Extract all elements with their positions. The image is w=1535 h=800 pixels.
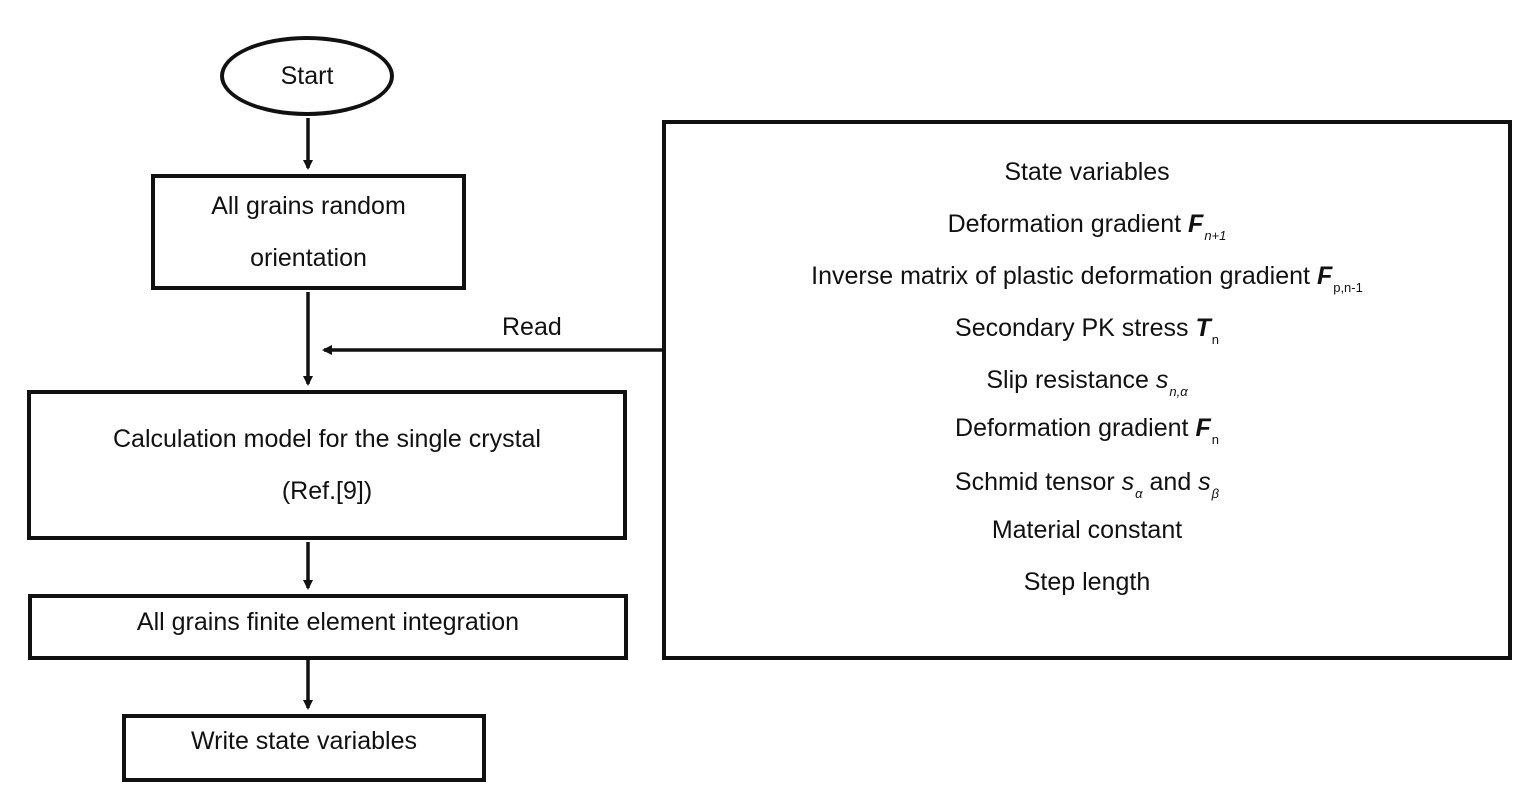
var-deformation-gradient-n1: Deformation gradient Fn+1 (666, 210, 1508, 243)
var-symbol: F (1195, 414, 1211, 442)
start-label: Start (280, 62, 334, 90)
var-text: Secondary PK stress (955, 314, 1196, 342)
var-symbol: F (1188, 210, 1204, 238)
state-variables-box: State variables Deformation gradient Fn+… (662, 120, 1512, 660)
var-step-length: Step length (1023, 568, 1151, 596)
var-subscript: n (1211, 332, 1219, 347)
var-text: Deformation gradient (955, 414, 1196, 442)
integration-box: All grains finite element integration (28, 594, 628, 660)
var-subscript: p,n-1 (1333, 280, 1363, 295)
var-schmid-tensor: Schmid tensor sα and sβ (666, 468, 1508, 501)
var-inverse-plastic-gradient: Inverse matrix of plastic deformation gr… (666, 262, 1508, 295)
orientation-box: All grains random orientation (151, 174, 466, 290)
var-text: Deformation gradient (947, 210, 1189, 238)
write-state-box: Write state variables (122, 714, 486, 782)
var-symbol: F (1316, 262, 1333, 290)
orientation-line-2: orientation (250, 244, 367, 272)
start-node: Start (220, 36, 394, 116)
var-symbol: T (1195, 314, 1211, 342)
read-label: Read (502, 313, 562, 341)
var-subscript: n (1211, 432, 1219, 447)
var-text: Inverse matrix of plastic deformation gr… (811, 262, 1317, 290)
model-line-2: (Ref.[9]) (281, 477, 373, 505)
integration-label: All grains finite element integration (136, 608, 520, 636)
var-symbol-1: s (1121, 468, 1135, 496)
var-deformation-gradient-n: Deformation gradient Fn (666, 414, 1508, 447)
var-slip-resistance: Slip resistance sn,α (666, 366, 1508, 399)
var-subscript: n,α (1169, 384, 1188, 399)
var-subscript-2: β (1211, 486, 1220, 501)
var-text: Schmid tensor (954, 468, 1122, 496)
var-subscript-1: α (1135, 486, 1143, 501)
calculation-model-box: Calculation model for the single crystal… (27, 390, 627, 540)
var-symbol: s (1155, 366, 1169, 394)
var-material-constant: Material constant (991, 516, 1183, 544)
var-pk-stress: Secondary PK stress Tn (666, 314, 1508, 347)
write-state-label: Write state variables (190, 727, 417, 755)
var-subscript: n+1 (1204, 228, 1227, 243)
orientation-line-1: All grains random (211, 192, 406, 220)
var-text: Slip resistance (986, 366, 1156, 394)
var-symbol-2: s (1198, 468, 1211, 496)
model-line-1: Calculation model for the single crystal (113, 425, 541, 453)
state-variables-title: State variables (1004, 158, 1170, 186)
var-and: and (1142, 468, 1199, 496)
